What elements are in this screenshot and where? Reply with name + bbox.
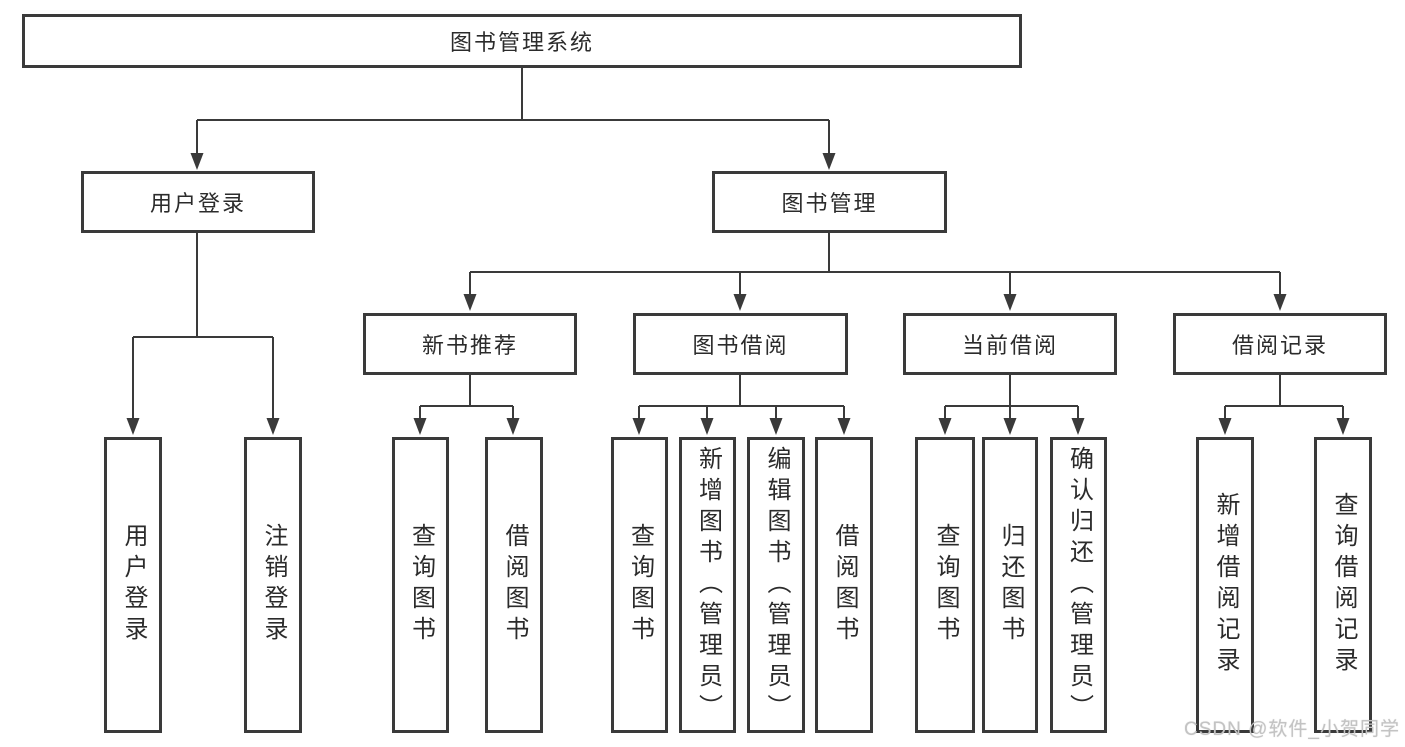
arrowheads [126,153,1350,435]
leaf-confirm-return-admin: 确认归还（管理员） [1050,437,1107,733]
leaf-borrow-books-borrowing: 借阅图书 [815,437,873,733]
arrowhead [1003,294,1017,311]
leaf-return-book: 归还图书 [982,437,1038,733]
node-new-book-recommend: 新书推荐 [363,313,577,375]
leaf-query-books-recommend: 查询图书 [392,437,449,733]
node-label: 借阅图书 [831,523,858,647]
node-user-login: 用户登录 [81,171,315,233]
node-current-borrowing: 当前借阅 [903,313,1117,375]
node-library-system: 图书管理系统 [22,14,1022,68]
arrowhead [733,294,747,311]
leaf-add-book-admin: 新增图书（管理员） [679,437,736,733]
arrowhead [1218,418,1232,435]
node-label: 借阅图书 [501,523,528,647]
arrowhead [938,418,952,435]
arrowhead [506,418,520,435]
node-label: 编辑图书（管理员） [763,445,790,725]
node-label: 新增图书（管理员） [694,445,722,725]
arrowhead [190,153,204,170]
node-label: 查询图书 [932,523,959,647]
leaf-user-login: 用户登录 [104,437,162,733]
node-book-borrowing: 图书借阅 [633,313,848,375]
node-label: 新增借阅记录 [1212,492,1239,678]
node-label: 确认归还（管理员） [1065,445,1093,725]
arrowhead [463,294,477,311]
leaf-query-books-current: 查询图书 [915,437,975,733]
csdn-watermark: CSDN @软件_小贺同学 [1184,719,1400,740]
arrowhead [1273,294,1287,311]
leaf-logout: 注销登录 [244,437,302,733]
node-label: 用户登录 [149,191,246,216]
arrowhead [1336,418,1350,435]
node-label: 新书推荐 [421,333,518,358]
node-label: 查询借阅记录 [1330,492,1357,678]
node-label: 当前借阅 [961,333,1058,358]
leaf-add-borrow-record: 新增借阅记录 [1196,437,1254,733]
arrowhead [769,418,783,435]
arrowhead [1071,418,1085,435]
leaf-query-borrow-record: 查询借阅记录 [1314,437,1372,733]
leaf-edit-book-admin: 编辑图书（管理员） [747,437,805,733]
node-book-management: 图书管理 [712,171,947,233]
arrowhead [822,153,836,170]
node-label: 查询图书 [626,523,654,647]
arrowhead [413,418,427,435]
arrowhead [1003,418,1017,435]
node-label: 查询图书 [407,523,435,647]
node-label: 借阅记录 [1231,333,1328,358]
arrowhead [700,418,714,435]
node-label: 图书管理 [781,191,878,216]
node-label: 图书管理系统 [449,30,594,55]
node-label: 归还图书 [997,523,1024,647]
arrowhead [126,418,140,435]
node-borrowing-records: 借阅记录 [1173,313,1387,375]
arrowhead [266,418,280,435]
arrowhead [632,418,646,435]
node-label: 图书借阅 [692,333,789,358]
leaf-query-books-borrowing: 查询图书 [611,437,668,733]
tree-edges [132,67,1344,421]
arrowhead [837,418,851,435]
node-label: 用户登录 [120,523,147,647]
leaf-borrow-books-recommend: 借阅图书 [485,437,543,733]
node-label: 注销登录 [260,523,287,647]
